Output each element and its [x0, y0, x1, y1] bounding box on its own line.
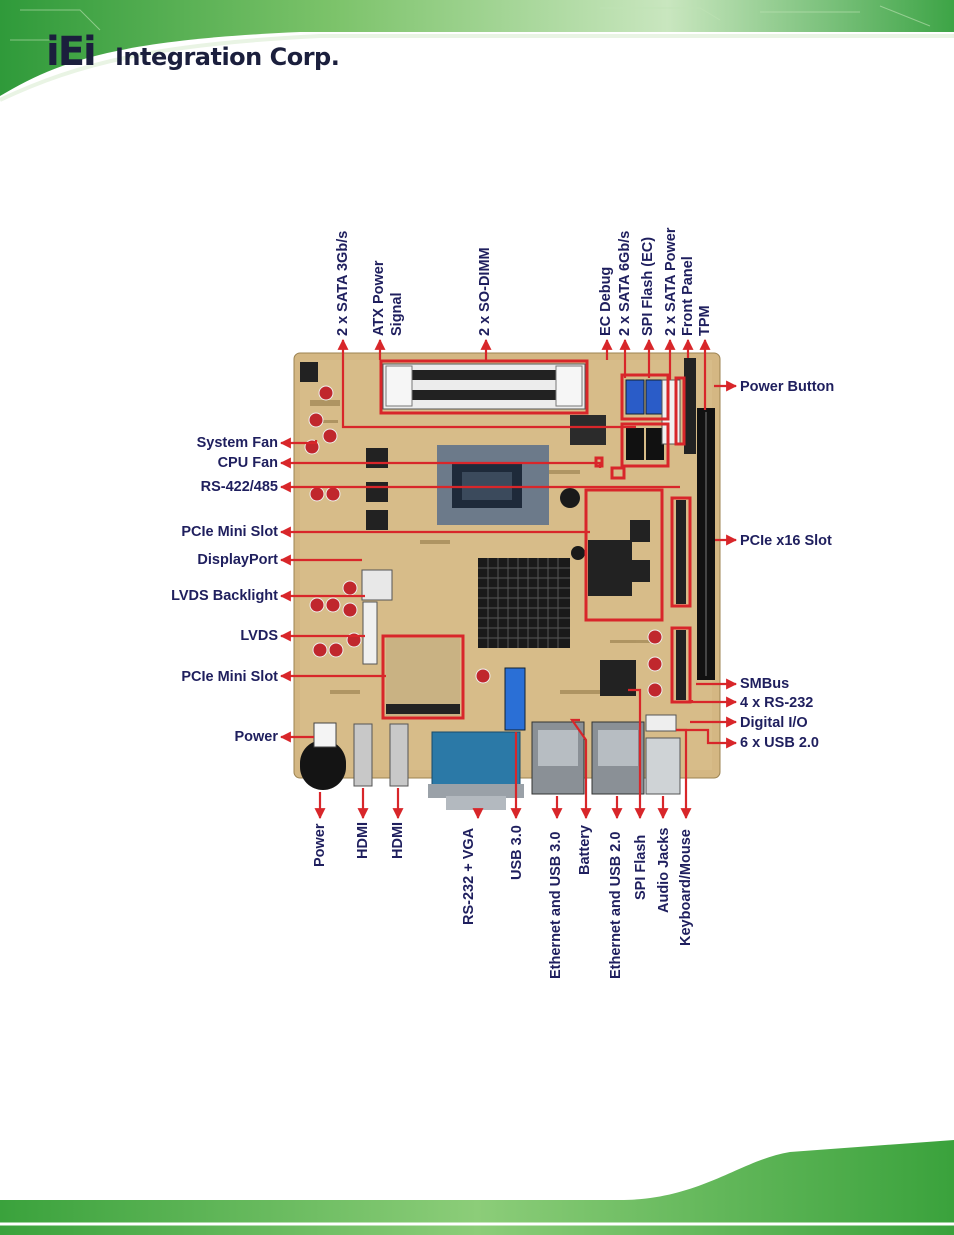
page-header: iEi Integration Corp.: [0, 0, 954, 112]
label-power-button: Power Button: [740, 379, 835, 395]
label-usb-3: USB 3.0: [509, 825, 525, 880]
label-power-bottom: Power: [312, 823, 328, 867]
label-2x-sata-6gb: 2 x SATA 6Gb/s: [617, 230, 633, 336]
page-footer: [0, 1140, 954, 1235]
label-ethernet-usb-3: Ethernet and USB 3.0: [548, 831, 564, 979]
company-logo-text: Integration Corp.: [115, 43, 340, 71]
footer-green-banner: [0, 1140, 954, 1235]
label-hdmi-1: HDMI: [355, 821, 371, 859]
label-displayport: DisplayPort: [197, 552, 278, 568]
label-ec-debug: EC Debug: [598, 266, 614, 336]
label-system-fan: System Fan: [196, 435, 278, 451]
label-4x-rs-232: 4 x RS-232: [740, 695, 814, 711]
label-lvds-backlight: LVDS Backlight: [171, 588, 278, 604]
label-2x-sata-power: 2 x SATA Power: [663, 227, 679, 336]
label-keyboard-mouse: Keyboard/Mouse: [678, 829, 694, 946]
label-audio-jacks: Audio Jacks: [656, 827, 672, 913]
label-pcie-mini-slot-1: PCIe Mini Slot: [181, 524, 278, 540]
label-smbus: SMBus: [740, 676, 790, 692]
label-front-panel: Front Panel: [680, 256, 696, 336]
label-battery: Battery: [577, 825, 593, 875]
label-2x-sata-3gb: 2 x SATA 3Gb/s: [335, 230, 351, 336]
label-spi-flash: SPI Flash: [633, 834, 649, 900]
label-cpu-fan: CPU Fan: [217, 455, 278, 471]
label-2x-so-dimm: 2 x SO-DIMM: [477, 247, 493, 336]
label-atx-power: ATX Power: [371, 260, 387, 336]
company-logo-mark: iEi: [46, 29, 97, 75]
label-pcie-x16-slot: PCIe x16 Slot: [740, 533, 832, 549]
label-lvds: LVDS: [240, 628, 278, 644]
label-power-left: Power: [234, 729, 278, 745]
label-6x-usb-2: 6 x USB 2.0: [740, 735, 819, 751]
label-pcie-mini-slot-2: PCIe Mini Slot: [181, 669, 278, 685]
label-rs-422-485: RS-422/485: [200, 479, 278, 495]
label-atx-power-signal: Signal: [389, 292, 405, 336]
label-spi-flash-ec: SPI Flash (EC): [640, 236, 656, 336]
header-green-banner: [0, 0, 954, 112]
label-tpm: TPM: [697, 305, 713, 336]
label-hdmi-2: HDMI: [390, 821, 406, 859]
label-rs-232-vga: RS-232 + VGA: [461, 827, 477, 925]
label-ethernet-usb-2: Ethernet and USB 2.0: [608, 831, 624, 979]
label-digital-io: Digital I/O: [740, 715, 808, 731]
